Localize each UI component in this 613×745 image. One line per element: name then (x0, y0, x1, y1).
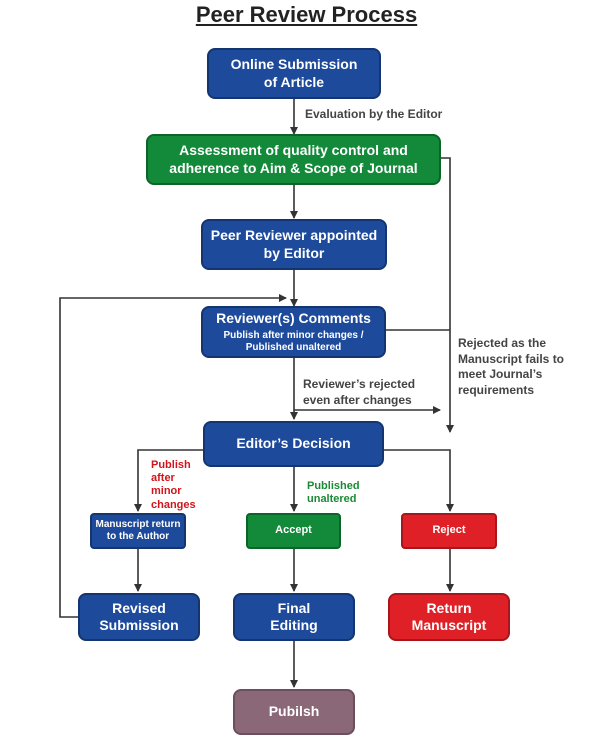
label-rejected-after-changes: Reviewer’s rejected even after changes (303, 377, 416, 407)
node-reviewer-appointed: Peer Reviewer appointed by Editor (201, 219, 387, 270)
node-accept: Accept (246, 513, 341, 549)
label-rejected-requirements: Rejected as the Manuscript fails to meet… (458, 336, 565, 397)
arrow-decision-return (134, 449, 203, 512)
label-publish-minor: Publish after minor changes (151, 459, 196, 511)
node-online-submission: Online Submission of Article (207, 48, 381, 99)
node-reviewer-comments: Reviewer(s) Comments Publish after minor… (201, 306, 386, 358)
arrow-assessment-reject-path (441, 157, 454, 433)
node-reject: Reject (401, 513, 497, 549)
node-revised-submission: Revised Submission (78, 593, 200, 641)
label-published-unaltered: Published unaltered (307, 480, 360, 506)
node-final-editing: Final Editing (233, 593, 355, 641)
node-return-manuscript: Return Manuscript (388, 593, 510, 641)
node-manuscript-return: Manuscript return to the Author (90, 513, 186, 549)
page-title: Peer Review Process (195, 2, 418, 27)
node-publish: Pubilsh (233, 689, 355, 735)
node-editors-decision: Editor’s Decision (203, 421, 384, 467)
node-assessment: Assessment of quality control and adhere… (146, 134, 441, 185)
arrow-revised-loop (59, 294, 287, 618)
label-evaluation: Evaluation by the Editor (305, 107, 443, 121)
node-reviewer-comments-title: Reviewer(s) Comments (216, 310, 371, 327)
arrow-decision-reject (384, 449, 454, 512)
node-reviewer-comments-sub: Publish after minor changes / Published … (223, 329, 364, 353)
